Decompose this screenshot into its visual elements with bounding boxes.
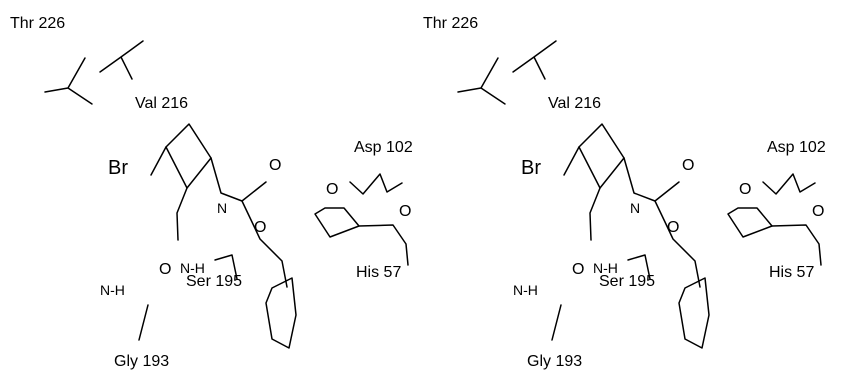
label-val216: Val 216: [548, 95, 601, 112]
label-o-carbonyl: O: [682, 157, 694, 174]
label-ser195: Ser 195: [599, 273, 655, 290]
label-asp102: Asp 102: [767, 139, 826, 156]
label-asp-o2: O: [812, 203, 824, 220]
label-br: Br: [108, 157, 128, 179]
label-br: Br: [521, 157, 541, 179]
label-thr226: Thr 226: [423, 15, 478, 32]
label-his57: His 57: [769, 264, 814, 281]
label-nh-ser: N-H: [593, 260, 618, 276]
right-panel-bonds: [457, 40, 822, 349]
label-o-ester: O: [667, 219, 679, 236]
label-asp-o2: O: [399, 203, 411, 220]
label-nh-gly: N-H: [100, 282, 125, 298]
label-n: N: [217, 200, 227, 216]
label-val216: Val 216: [135, 95, 188, 112]
left-panel-bonds: [44, 40, 409, 349]
left-stereo-panel: Thr 226 Val 216 Br N O O O N-H Asp 102 O…: [10, 15, 413, 370]
label-o-carbonyl: O: [269, 157, 281, 174]
label-thr226: Thr 226: [10, 15, 65, 32]
label-his57: His 57: [356, 264, 401, 281]
right-stereo-panel: Thr 226 Val 216 Br N O O O N-H Asp 102 O…: [423, 15, 826, 370]
label-nh-gly: N-H: [513, 282, 538, 298]
label-gly193: Gly 193: [527, 353, 582, 370]
label-o-hydroxyl: O: [159, 261, 171, 278]
label-asp102: Asp 102: [354, 139, 413, 156]
label-gly193: Gly 193: [114, 353, 169, 370]
label-nh-ser: N-H: [180, 260, 205, 276]
label-o-hydroxyl: O: [572, 261, 584, 278]
label-o-ester: O: [254, 219, 266, 236]
label-ser195: Ser 195: [186, 273, 242, 290]
label-asp-o1: O: [326, 181, 338, 198]
label-n: N: [630, 200, 640, 216]
label-asp-o1: O: [739, 181, 751, 198]
